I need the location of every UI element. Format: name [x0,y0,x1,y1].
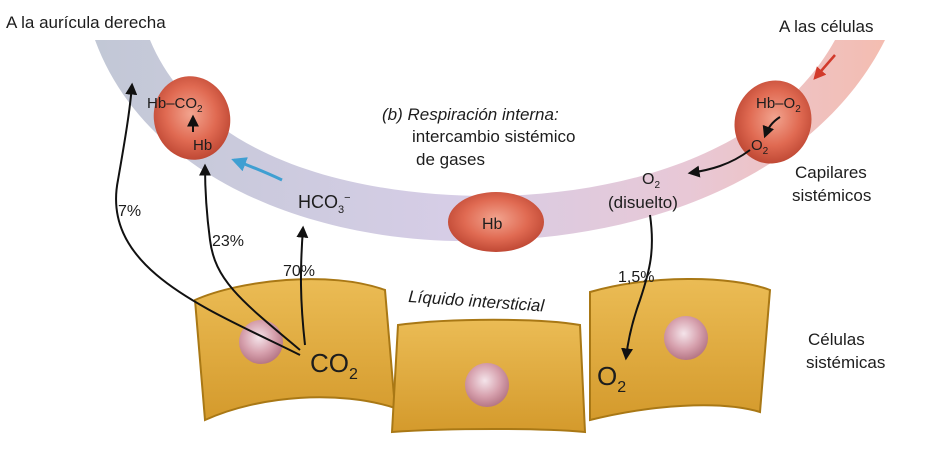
label-o2-cell: O2 [597,361,626,396]
label-to-right-atrium: A la aurícula derecha [6,13,166,32]
arrow-co2-7pct [115,82,301,356]
nucleus-middle [465,363,509,407]
tissue-cell-left [193,278,397,422]
label-cells-1: Células [808,330,865,349]
arrow-co2-23pct [199,163,301,351]
label-to-cells: A las células [779,17,874,36]
title-line-1: (b) Respiración interna: [382,105,559,124]
label-hb-in-rbc-left: Hb [193,137,212,154]
label-hbo2: Hb–O2 [756,95,801,115]
label-hb-center: Hb [482,216,503,233]
label-pct-70: 70% [283,263,315,280]
arrow-inflow-red [813,54,836,80]
label-hco3: HCO3− [298,192,351,216]
arrow-o2-dissolved [687,149,751,178]
rbc-center [448,192,544,252]
title-line-2: intercambio sistémico [412,127,575,146]
arrow-co2-70pct [296,225,309,346]
systemic-capillary [95,40,885,242]
arrow-hco3-blue [231,157,283,182]
nucleus-left [239,320,283,364]
label-o2-in-rbc: O2 [751,137,769,157]
label-hbco2: Hb–CO2 [147,95,203,115]
arrow-hbo2-to-o2 [762,116,781,139]
label-pct-1-5: 1,5% [618,269,654,286]
label-capillaries-2: sistémicos [792,186,871,205]
label-dissolved: (disuelto) [608,193,678,212]
nucleus-right [664,316,708,360]
title-line-3: de gases [416,150,485,169]
label-o2-dissolved: O2 [642,171,660,191]
arrow-o2-to-cell [621,214,653,361]
label-pct-7: 7% [118,203,141,220]
label-cells-2: sistémicas [806,353,885,372]
label-pct-23: 23% [212,233,244,250]
label-interstitial: Líquido intersticial [408,287,546,316]
label-capillaries-1: Capilares [795,163,867,182]
label-co2-cell: CO2 [310,348,358,383]
